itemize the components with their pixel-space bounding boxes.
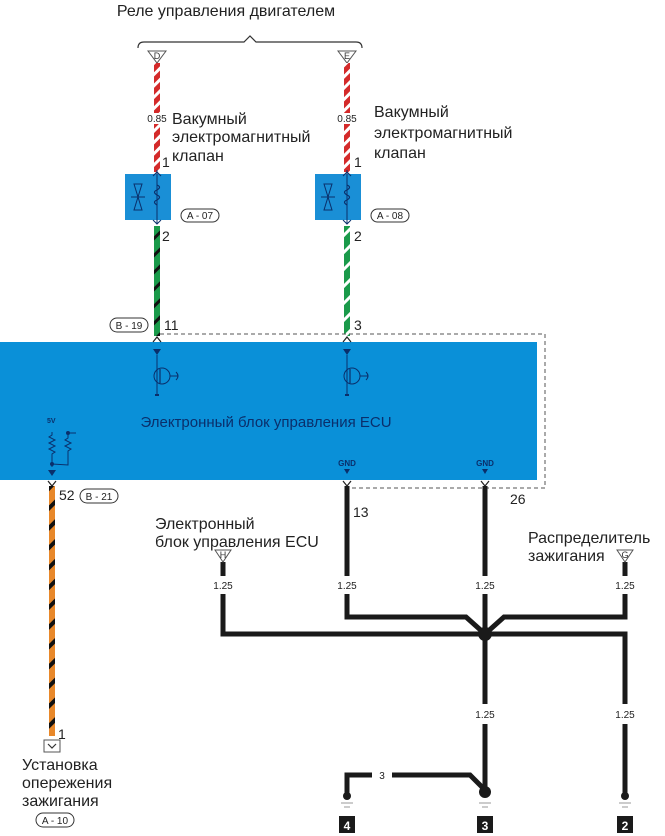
timing-pin-1: 1 <box>58 726 66 742</box>
terminal-h: H <box>214 549 232 563</box>
timing-connector-icon <box>43 739 61 753</box>
wire-red-left-lower <box>154 124 160 172</box>
gauge-label: 1.25 <box>337 581 357 592</box>
timing-label-2: опережения <box>22 775 112 792</box>
relay-title: Реле управления двигателем <box>117 3 335 20</box>
gauge-label: 3 <box>379 771 385 782</box>
svg-text:E: E <box>344 51 350 61</box>
ground-point-3: 3 <box>477 786 493 833</box>
valve-left-label-1: Вакумный <box>172 111 247 128</box>
valve-left-label-2: электромагнитный <box>172 129 310 146</box>
wire-orange <box>49 486 55 736</box>
connector-tag-b21: B - 21 <box>79 488 119 504</box>
svg-text:G: G <box>621 550 628 560</box>
gauge-label: 1.25 <box>475 710 495 721</box>
ecu-title: Электронный блок управления ECU <box>140 414 391 431</box>
ground-point-4: 4 <box>339 792 355 833</box>
ecu-pin-52: 52 <box>59 487 75 503</box>
pullup-resistor-icon: 5V <box>47 418 76 476</box>
wire-green-left <box>154 226 160 336</box>
valve-right-pin-2: 2 <box>354 228 362 244</box>
shield-outline <box>160 333 546 489</box>
svg-text:4: 4 <box>344 819 351 833</box>
gnd-label-left: GND <box>338 459 356 468</box>
terminal-g: G <box>616 549 634 563</box>
svg-text:3: 3 <box>482 819 489 833</box>
svg-text:B - 21: B - 21 <box>86 492 113 503</box>
transistor-left-icon <box>153 349 179 396</box>
valve-icon <box>133 183 143 211</box>
vacuum-valve-right <box>315 170 361 225</box>
coil-icon <box>153 184 161 206</box>
relay-brace <box>137 35 363 49</box>
wire-red-left-upper <box>154 63 160 113</box>
relay-terminal-e: E <box>337 50 357 64</box>
transistor-right-icon <box>343 349 369 396</box>
svg-text:A - 10: A - 10 <box>42 816 69 827</box>
gauge-label: 1.25 <box>615 710 635 721</box>
gauge-label: 1.25 <box>475 581 495 592</box>
svg-text:H: H <box>220 550 227 560</box>
valve-left-pin-1: 1 <box>162 154 170 170</box>
distributor-label-1: Распределитель <box>528 530 650 547</box>
connector-tag-a10: A - 10 <box>35 812 75 828</box>
ecu-pin-13: 13 <box>353 504 369 520</box>
ecu-box <box>0 342 537 480</box>
ecu-pin-11: 11 <box>164 317 179 333</box>
wire-red-right-upper <box>344 63 350 113</box>
vacuum-valve-left <box>125 170 171 225</box>
ecu-pin-26: 26 <box>510 491 526 507</box>
svg-text:B - 19: B - 19 <box>116 321 143 332</box>
svg-text:A - 08: A - 08 <box>377 211 404 222</box>
relay-terminal-d: D <box>147 50 167 64</box>
distributor-label-2: зажигания <box>528 548 605 565</box>
svg-text:2: 2 <box>622 819 629 833</box>
wire-red-right-lower <box>344 124 350 172</box>
coil-icon <box>343 184 351 206</box>
ecu-ref-label-2: блок управления ECU <box>155 534 319 551</box>
gauge-label: 1.25 <box>615 581 635 592</box>
gauge-label: 1.25 <box>213 581 233 592</box>
wire-green-right <box>344 226 350 336</box>
valve-icon <box>323 183 333 211</box>
valve-left-pin-2: 2 <box>162 228 170 244</box>
valve-right-label-3: клапан <box>374 145 426 162</box>
ground-wires <box>220 486 628 796</box>
valve-right-label-2: электромагнитный <box>374 125 512 142</box>
timing-label-3: зажигания <box>22 793 99 810</box>
connector-tag-a08: A - 08 <box>370 208 410 223</box>
timing-label-1: Установка <box>22 757 98 774</box>
svg-text:D: D <box>154 51 161 61</box>
connector-tag-a07: A - 07 <box>180 208 220 223</box>
splice-point <box>478 627 492 641</box>
gauge-label: 0.85 <box>147 114 167 125</box>
ecu-pin-3: 3 <box>354 317 362 333</box>
ground-point-2: 2 <box>617 792 633 833</box>
ecu-ref-label-1: Электронный <box>155 516 255 533</box>
connector-tag-b19: B - 19 <box>109 317 149 333</box>
svg-text:5V: 5V <box>47 418 56 425</box>
valve-right-label-1: Вакумный <box>374 104 449 121</box>
valve-left-label-3: клапан <box>172 148 224 165</box>
gnd-label-right: GND <box>476 459 494 468</box>
gauge-label: 0.85 <box>337 114 357 125</box>
svg-text:A - 07: A - 07 <box>187 211 214 222</box>
valve-right-pin-1: 1 <box>354 154 362 170</box>
